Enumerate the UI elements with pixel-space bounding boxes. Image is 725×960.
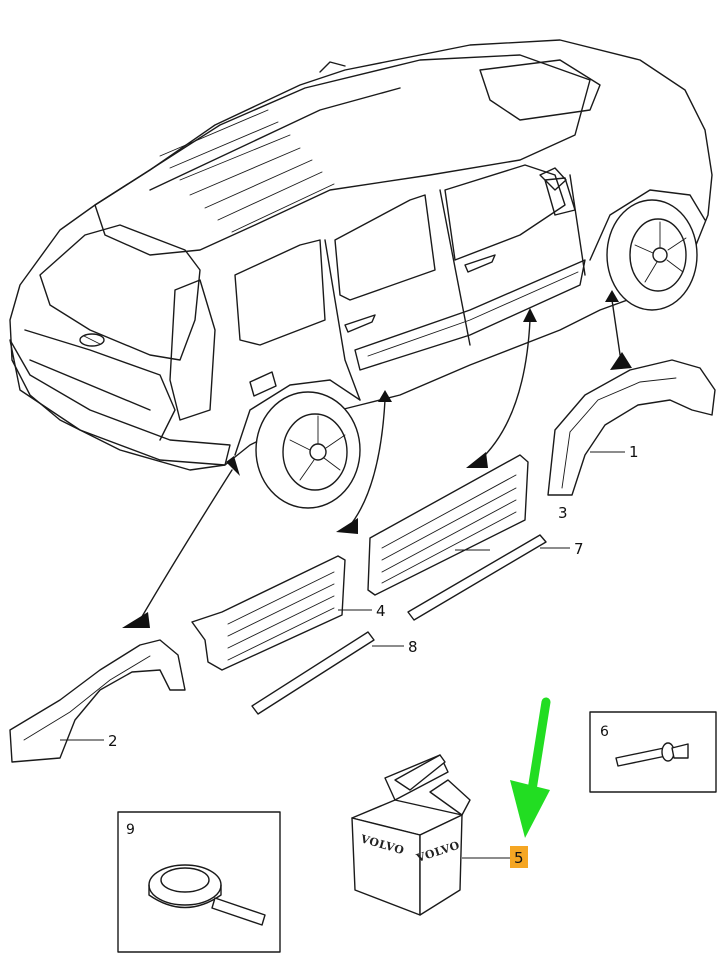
part-rear-door-molding-strip: 8 xyxy=(251,631,418,715)
callout-3: 3 xyxy=(558,504,568,522)
part-front-door-cladding: 3 xyxy=(367,454,568,596)
part-rear-wheel-arch-molding: 2 xyxy=(9,639,186,763)
callout-7: 7 xyxy=(574,540,584,558)
callout-9: 9 xyxy=(126,822,135,838)
inset-box-6 xyxy=(589,711,717,793)
part-front-wheel-arch-molding: 1 xyxy=(547,359,716,496)
callout-5: 5 xyxy=(514,849,524,867)
part-9-tape-box: 9 xyxy=(117,811,281,953)
part-6-clip-box: 6 xyxy=(589,711,717,793)
callout-8: 8 xyxy=(408,638,418,656)
callout-1: 1 xyxy=(629,443,639,461)
car-illustration xyxy=(9,39,713,509)
green-pointer-arrow xyxy=(510,697,551,838)
part-5-volvo-box: VOLVO VOLVO 5 xyxy=(351,754,528,916)
callout-2: 2 xyxy=(108,732,118,750)
callout-4: 4 xyxy=(376,602,386,620)
part-rear-door-cladding: 4 xyxy=(191,555,386,671)
part-front-door-molding-strip: 7 xyxy=(407,534,584,621)
callout-5-highlight xyxy=(510,846,528,868)
callout-6: 6 xyxy=(600,724,609,740)
assembly-arrows xyxy=(122,290,632,628)
